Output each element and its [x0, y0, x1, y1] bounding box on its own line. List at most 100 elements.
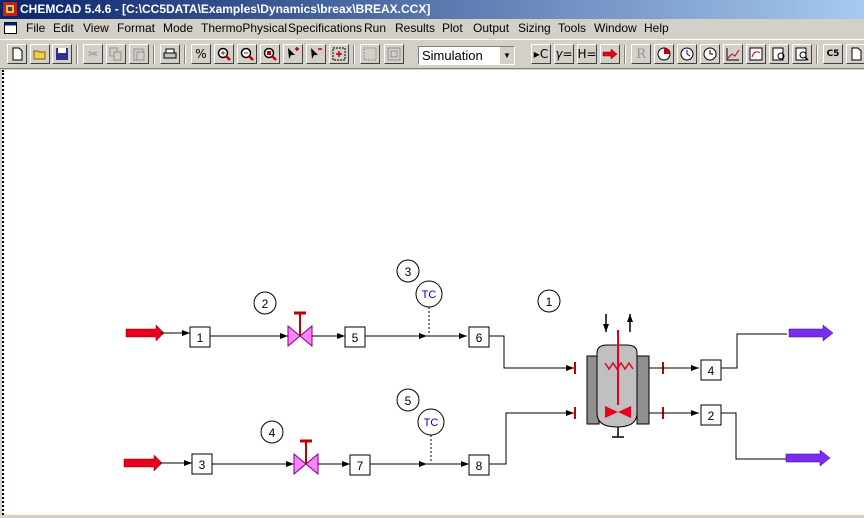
pie-chart-button[interactable]	[654, 44, 674, 64]
menu-help[interactable]: Help	[644, 21, 669, 35]
ungroup-button[interactable]	[384, 44, 404, 64]
menu-view[interactable]: View	[83, 21, 109, 35]
dynamic-clock-icon	[703, 47, 717, 61]
report-zoom-icon	[772, 47, 785, 61]
timer-button[interactable]	[677, 44, 697, 64]
plot-button[interactable]	[723, 44, 743, 64]
unit-number-3[interactable]	[396, 259, 420, 283]
stream-box-7[interactable]	[349, 454, 371, 476]
printer-icon	[163, 48, 177, 59]
group-button[interactable]	[360, 44, 380, 64]
menu-output[interactable]: Output	[473, 21, 510, 35]
new-file-icon	[12, 47, 23, 61]
print-button[interactable]	[160, 44, 180, 64]
percent-zoom-button[interactable]: %	[191, 44, 211, 64]
mode-select[interactable]: Simulation ▼	[418, 46, 515, 65]
view-zoom-icon	[795, 47, 809, 61]
gamma-label: γ=	[555, 47, 573, 61]
menu-run[interactable]: Run	[364, 21, 387, 35]
stream-box-8[interactable]	[468, 454, 490, 476]
stream-box-1[interactable]	[189, 326, 211, 348]
dynamic-clock-button[interactable]	[700, 44, 720, 64]
paste-button[interactable]	[129, 44, 149, 64]
unit-number-label: 5	[405, 394, 412, 408]
toolbar-separator	[624, 45, 626, 64]
stream-box-6[interactable]	[468, 326, 490, 348]
page-icon	[851, 47, 861, 61]
menu-format[interactable]: Format	[117, 21, 156, 35]
menu-mode[interactable]: Mode	[163, 21, 194, 35]
cut-button[interactable]: ✂	[83, 44, 103, 64]
new-file-button[interactable]	[7, 44, 27, 64]
pie-chart-icon	[657, 47, 671, 61]
stream-box-5[interactable]	[344, 326, 366, 348]
run-c-label: ▸C	[533, 47, 549, 61]
stream-box-2[interactable]	[700, 404, 722, 426]
pointer-plus-icon	[288, 47, 299, 59]
chevron-down-icon[interactable]: ▼	[499, 47, 514, 64]
menu-plot[interactable]: Plot	[442, 21, 463, 35]
toolbar-separator	[153, 45, 155, 64]
copy-button[interactable]	[106, 44, 126, 64]
recall-button[interactable]: R	[631, 44, 651, 64]
unit-number-4[interactable]	[260, 420, 284, 444]
control-valve-4[interactable]	[293, 439, 319, 476]
stream-line	[489, 410, 574, 465]
stream-label: 7	[357, 459, 364, 473]
select-remove-button[interactable]	[306, 44, 326, 64]
view-report-button[interactable]	[792, 44, 812, 64]
zoom-window-icon	[263, 47, 277, 61]
select-area-button[interactable]	[329, 44, 349, 64]
paste-icon	[133, 48, 145, 61]
menu-file[interactable]: File	[26, 21, 46, 35]
zoom-window-button[interactable]	[260, 44, 280, 64]
unit-number-label: 2	[262, 297, 269, 311]
toolbar: ✂ % Simulation ▼ ▸C γ= H= R	[0, 39, 864, 69]
feed-arrow-top[interactable]	[125, 324, 165, 342]
save-button[interactable]	[52, 44, 72, 64]
zoom-out-button[interactable]	[237, 44, 257, 64]
flowsheet-canvas[interactable]: 1 5 TC 6 2 3 1 5 4 3 7 TC 8	[2, 70, 864, 515]
zoom-out-icon	[240, 47, 254, 61]
menu-results[interactable]: Results	[395, 21, 436, 35]
enthalpy-button[interactable]: H=	[577, 44, 597, 64]
menu-tools[interactable]: Tools	[558, 21, 587, 35]
menu-specifications[interactable]: Specifications	[288, 21, 363, 35]
stream-label: 8	[476, 459, 483, 473]
open-file-button[interactable]	[30, 44, 50, 64]
unit-number-2[interactable]	[253, 291, 277, 315]
zoom-in-button[interactable]	[214, 44, 234, 64]
red-arrow-icon	[602, 48, 618, 60]
unit-number-5[interactable]	[396, 388, 420, 412]
menu-window[interactable]: Window	[594, 21, 637, 35]
stream-plot-button[interactable]	[746, 44, 766, 64]
unit-number-1[interactable]	[537, 289, 561, 313]
run-component-button[interactable]: ▸C	[531, 44, 551, 64]
k-value-button[interactable]: γ=	[554, 44, 574, 64]
toolbar-separator	[184, 45, 186, 64]
menu-edit[interactable]: Edit	[53, 21, 74, 35]
select-add-button[interactable]	[283, 44, 303, 64]
menu-thermophysical[interactable]: ThermoPhysical	[201, 21, 288, 35]
report-button[interactable]	[769, 44, 789, 64]
unit-number-label: 3	[405, 265, 412, 279]
clock-icon	[680, 47, 694, 61]
product-arrow-bottom[interactable]	[785, 449, 831, 467]
stream-box-4[interactable]	[700, 359, 722, 381]
run-button[interactable]	[600, 44, 620, 64]
toolbar-separator	[816, 45, 818, 64]
product-arrow-top[interactable]	[788, 324, 834, 342]
new-flowsheet-button[interactable]	[846, 44, 864, 64]
menu-sizing[interactable]: Sizing	[518, 21, 551, 35]
component-db-button[interactable]: C5	[823, 44, 843, 64]
title-bar: CHEMCAD 5.4.6 - [C:\CC5DATA\Examples\Dyn…	[0, 0, 864, 19]
stream-plot-icon	[749, 47, 763, 61]
open-folder-icon	[33, 50, 46, 60]
document-icon[interactable]	[4, 22, 17, 34]
feed-arrow-bottom[interactable]	[123, 454, 163, 472]
flowsheet-drawing: 1 5 TC 6 2 3 1 5 4 3 7 TC 8	[123, 259, 834, 476]
toolbar-separator	[76, 45, 78, 64]
control-valve-2[interactable]	[287, 311, 313, 348]
batch-reactor[interactable]	[586, 314, 650, 438]
chemcad-app-icon[interactable]	[3, 2, 17, 16]
